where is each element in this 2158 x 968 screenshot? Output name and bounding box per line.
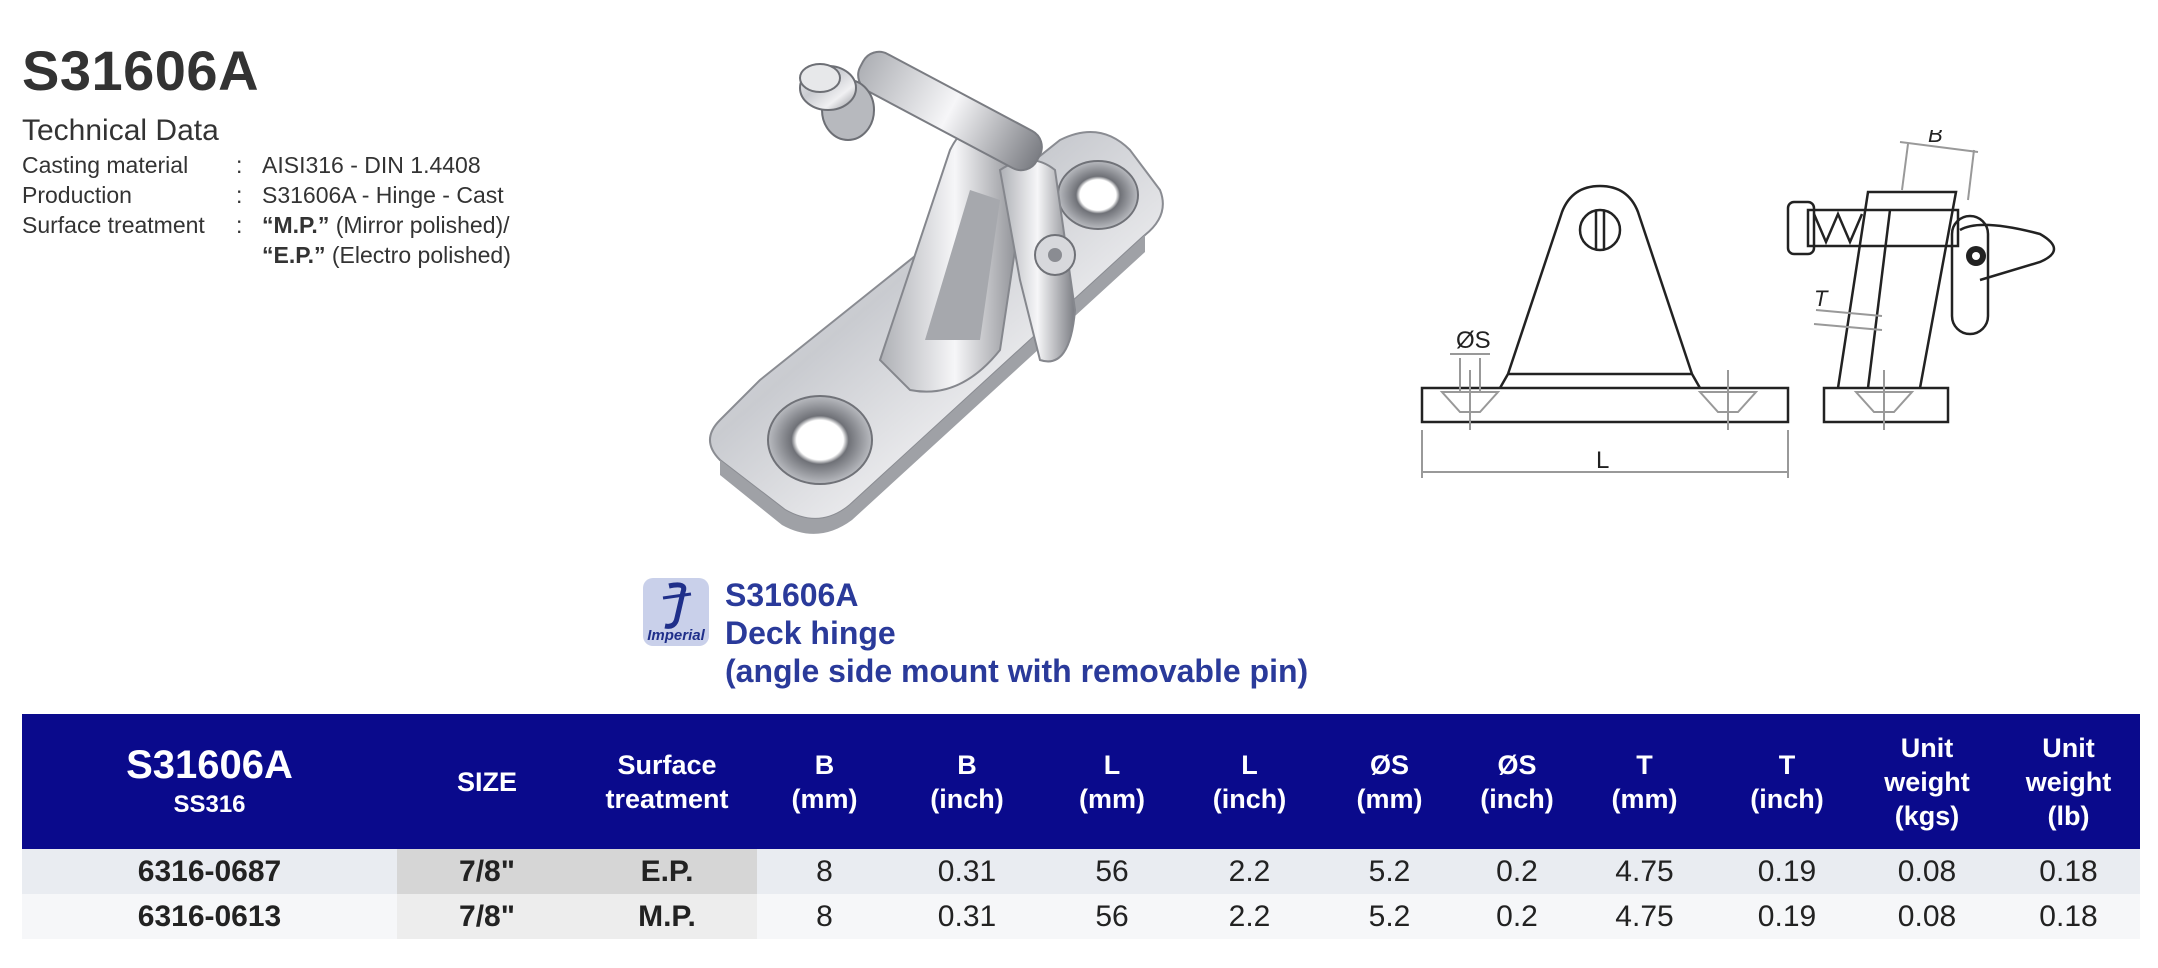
cell-weight-lb: 0.18 bbox=[1997, 849, 2140, 894]
cell-s-mm: 5.2 bbox=[1317, 894, 1462, 939]
cell-surface: M.P. bbox=[577, 894, 757, 939]
spec-value-text: (Mirror polished)/ bbox=[335, 212, 510, 238]
spec-row: Surface treatment : “M.P.” (Mirror polis… bbox=[22, 210, 511, 240]
tech-specs: Casting material : AISI316 - DIN 1.4408 … bbox=[22, 150, 511, 270]
cell-t-mm: 4.75 bbox=[1572, 849, 1717, 894]
cell-weight-kgs: 0.08 bbox=[1857, 849, 1997, 894]
table-header-s-mm: ØS(mm) bbox=[1317, 714, 1462, 849]
cell-l-mm: 56 bbox=[1042, 849, 1182, 894]
cell-b-mm: 8 bbox=[757, 894, 892, 939]
table-header-t-inch: T(inch) bbox=[1717, 714, 1857, 849]
table-header-model: S31606A SS316 bbox=[22, 714, 397, 849]
spec-label bbox=[22, 240, 236, 270]
cell-item-code: 6316-0687 bbox=[22, 849, 397, 894]
cell-item-code: 6316-0613 bbox=[22, 894, 397, 939]
cell-s-inch: 0.2 bbox=[1462, 849, 1572, 894]
spec-value-bold: “M.P.” bbox=[262, 212, 330, 238]
spec-value: “E.P.” (Electro polished) bbox=[262, 240, 511, 270]
table-header-t-mm: T(mm) bbox=[1572, 714, 1717, 849]
technical-drawing: ØS L B T bbox=[1420, 130, 2056, 478]
table-header-s-inch: ØS(inch) bbox=[1462, 714, 1572, 849]
spec-row: Production : S31606A - Hinge - Cast bbox=[22, 180, 511, 210]
cell-t-inch: 0.19 bbox=[1717, 894, 1857, 939]
table-header-b-mm: B(mm) bbox=[757, 714, 892, 849]
cell-surface: E.P. bbox=[577, 849, 757, 894]
cell-s-mm: 5.2 bbox=[1317, 849, 1462, 894]
cell-s-inch: 0.2 bbox=[1462, 894, 1572, 939]
table-row: 6316-0687 7/8" E.P. 8 0.31 56 2.2 5.2 0.… bbox=[22, 849, 2140, 894]
section-heading: Technical Data bbox=[22, 114, 219, 147]
dimension-b-label: B bbox=[1928, 130, 1943, 147]
caption-detail: (angle side mount with removable pin) bbox=[725, 653, 1309, 689]
cell-b-mm: 8 bbox=[757, 849, 892, 894]
cell-b-inch: 0.31 bbox=[892, 849, 1042, 894]
product-photo bbox=[709, 50, 1164, 534]
table-header-b-inch: B(inch) bbox=[892, 714, 1042, 849]
model-material: SS316 bbox=[173, 790, 246, 818]
spec-value: S31606A - Hinge - Cast bbox=[262, 182, 504, 208]
caption-name: Deck hinge bbox=[725, 615, 896, 651]
cell-l-mm: 56 bbox=[1042, 894, 1182, 939]
cell-t-mm: 4.75 bbox=[1572, 894, 1717, 939]
table-header-l-mm: L(mm) bbox=[1042, 714, 1182, 849]
table-header-size: SIZE bbox=[397, 714, 577, 849]
table-row: 6316-0613 7/8" M.P. 8 0.31 56 2.2 5.2 0.… bbox=[22, 894, 2140, 939]
spec-row: “E.P.” (Electro polished) bbox=[22, 240, 511, 270]
spec-label: Surface treatment bbox=[22, 212, 205, 238]
model-code: S31606A bbox=[126, 742, 293, 787]
imperial-logo: Imperial bbox=[643, 578, 709, 646]
spec-value-bold: “E.P.” bbox=[262, 242, 326, 268]
spec-value-text: (Electro polished) bbox=[331, 242, 511, 268]
spec-value: AISI316 - DIN 1.4408 bbox=[262, 152, 481, 178]
page-title: S31606A bbox=[22, 39, 260, 102]
logo-text: Imperial bbox=[647, 627, 705, 644]
cell-weight-lb: 0.18 bbox=[1997, 894, 2140, 939]
cell-t-inch: 0.19 bbox=[1717, 849, 1857, 894]
cell-size: 7/8" bbox=[397, 894, 577, 939]
spec-colon: : bbox=[236, 212, 243, 238]
spec-label: Production bbox=[22, 182, 132, 208]
caption-code: S31606A bbox=[725, 577, 859, 613]
spec-colon: : bbox=[236, 152, 243, 178]
spec-value: “M.P.” (Mirror polished)/ bbox=[262, 210, 510, 240]
cell-weight-kgs: 0.08 bbox=[1857, 894, 1997, 939]
cell-b-inch: 0.31 bbox=[892, 894, 1042, 939]
spec-label: Casting material bbox=[22, 152, 189, 178]
cell-l-inch: 2.2 bbox=[1182, 849, 1317, 894]
table-header-l-inch: L(inch) bbox=[1182, 714, 1317, 849]
cell-size: 7/8" bbox=[397, 849, 577, 894]
spec-row: Casting material : AISI316 - DIN 1.4408 bbox=[22, 150, 511, 180]
dimension-l-label: L bbox=[1596, 447, 1609, 474]
spec-colon: : bbox=[236, 182, 243, 208]
cell-l-inch: 2.2 bbox=[1182, 894, 1317, 939]
dimension-t-label: T bbox=[1814, 286, 1829, 311]
product-caption: S31606A Deck hinge (angle side mount wit… bbox=[725, 576, 1308, 690]
spec-colon bbox=[236, 240, 262, 270]
dimension-s-label: ØS bbox=[1456, 327, 1491, 354]
